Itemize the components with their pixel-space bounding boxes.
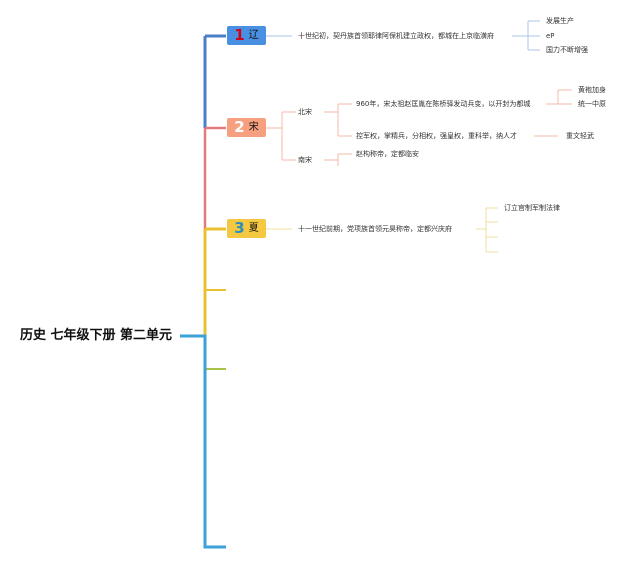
xia-detail-1: 订立官制军制法律 xyxy=(504,204,560,212)
section-number: 1 xyxy=(234,26,245,44)
north-song-event: 960年，宋太祖赵匡胤在陈桥驿发动兵变，以开封为都城 xyxy=(356,100,531,108)
section-badge-song[interactable]: 2 宋 xyxy=(227,118,266,137)
section-name: 辽 xyxy=(248,30,259,41)
spine-xia xyxy=(203,227,226,336)
section-name: 宋 xyxy=(248,122,259,133)
spine-bottom xyxy=(170,334,226,549)
xia-event: 十一世纪前期，党项族首领元昊称帝，定都兴庆府 xyxy=(298,225,452,233)
section-badge-liao[interactable]: 1 辽 xyxy=(227,26,266,45)
north-song-policy: 控军权，掌精兵，分相权，强皇权，重科举，纳人才 xyxy=(356,132,517,140)
spine-song xyxy=(203,126,226,229)
liao-detail-3: 国力不断增强 xyxy=(546,46,588,54)
liao-event: 十世纪初，契丹族首领耶律阿保机建立政权，都城在上京临潢府 xyxy=(298,32,494,40)
section-number: 2 xyxy=(234,118,245,136)
north-song-label: 北宋 xyxy=(298,108,312,116)
section-name: 夏 xyxy=(248,223,259,234)
liao-detail-1: 发展生产 xyxy=(546,17,574,25)
section-badge-xia[interactable]: 3 夏 xyxy=(227,219,266,238)
south-song-label: 南宋 xyxy=(298,156,312,164)
section-number: 3 xyxy=(234,219,245,237)
spine-liao xyxy=(203,34,226,128)
north-song-policy-result: 重文轻武 xyxy=(566,132,594,140)
north-song-result-2: 统一中原 xyxy=(578,100,606,108)
liao-detail-2: eP xyxy=(546,32,555,40)
south-song-event: 赵构称帝，定都临安 xyxy=(356,150,419,158)
north-song-result-1: 黄袍加身 xyxy=(578,86,606,94)
root-title: 历史 七年级下册 第二单元 xyxy=(12,324,180,348)
